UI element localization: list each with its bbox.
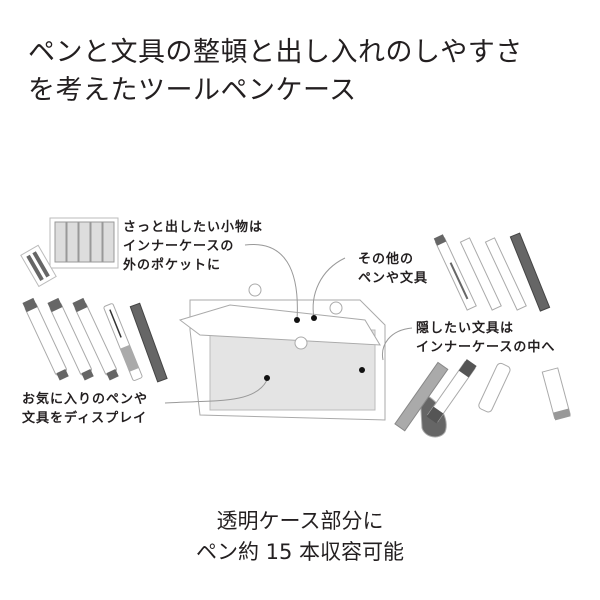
hidden-items-icon <box>394 359 571 438</box>
other-pens-icon <box>433 232 551 312</box>
callout-lines <box>164 243 413 404</box>
headline-line-2: を考えたツールペンケース <box>28 75 357 106</box>
callout-hidden-items: 隠したい文具は インナーケースの中へ <box>416 321 556 355</box>
footer-caption: 透明ケース部分に ペン約 15 本収容可能 <box>0 506 600 568</box>
headline: ペンと文具の整頓と出し入れのしやすさ を考えたツールペンケース <box>28 34 523 110</box>
display-pens-icon <box>22 297 168 383</box>
callout-display: お気に入りのペンや 文具をディスプレイ <box>22 392 149 426</box>
headline-line-1: ペンと文具の整頓と出し入れのしやすさ <box>28 37 523 68</box>
sticky-notes-icon <box>49 217 119 269</box>
clip-item-icon <box>20 244 57 288</box>
footer-line-2: ペン約 15 本収容可能 <box>195 540 405 564</box>
callout-other-items: その他の ペンや文具 <box>358 252 429 286</box>
callout-dots <box>264 315 365 381</box>
callout-outer-pocket: さっと出したい小物は インナーケースの 外のポケットに <box>123 220 264 273</box>
pen-case-icon <box>178 283 386 421</box>
footer-line-1: 透明ケース部分に <box>216 509 384 533</box>
